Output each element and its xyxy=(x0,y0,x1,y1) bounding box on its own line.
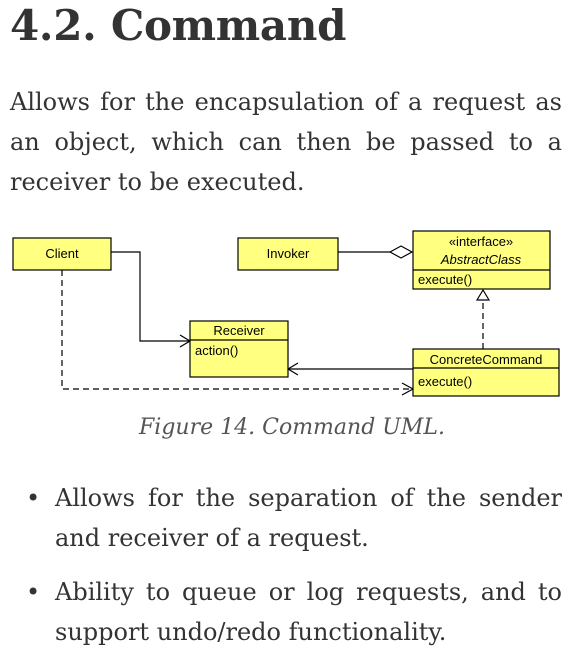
concrete-command-method: execute() xyxy=(418,374,472,389)
client-command-dashed-line xyxy=(61,270,413,390)
bullet-text: Ability to queue or log requests, and to… xyxy=(55,578,562,646)
abstract-class-name: AbstractClass xyxy=(440,252,522,267)
client-receiver-line xyxy=(111,251,190,342)
concrete-command-box xyxy=(412,348,560,397)
receiver-class-method: action() xyxy=(195,343,238,358)
bullet-list: • Allows for the separation of the sende… xyxy=(0,478,562,652)
client-class-box xyxy=(12,237,112,271)
concrete-command-name: ConcreteCommand xyxy=(430,352,543,367)
invoker-class-name: Invoker xyxy=(267,246,310,261)
receiver-class-name: Receiver xyxy=(213,323,265,338)
interface-stereotype: «interface» xyxy=(449,234,513,249)
client-class-name: Client xyxy=(45,246,79,261)
abstract-class-box xyxy=(412,230,551,290)
bullet-marker: • xyxy=(26,484,41,512)
command-uml-diagram: Client Invoker «interface» AbstractClass… xyxy=(12,230,560,397)
figure-caption: Figure 14. Command UML. xyxy=(139,415,445,440)
list-item: • Ability to queue or log requests, and … xyxy=(0,572,562,652)
realization-triangle xyxy=(475,288,491,301)
section-heading: 4.2. Command xyxy=(10,1,347,50)
receiver-class-box xyxy=(189,320,289,378)
aggregation-diamond xyxy=(388,245,414,259)
intro-paragraph: Allows for the encapsulation of a reques… xyxy=(10,88,562,196)
bullet-marker: • xyxy=(26,578,41,606)
abstract-class-method: execute() xyxy=(418,272,472,287)
invoker-class-box xyxy=(237,237,339,271)
bullet-text: Allows for the separation of the sender … xyxy=(55,484,562,552)
list-item: • Allows for the separation of the sende… xyxy=(0,478,562,558)
